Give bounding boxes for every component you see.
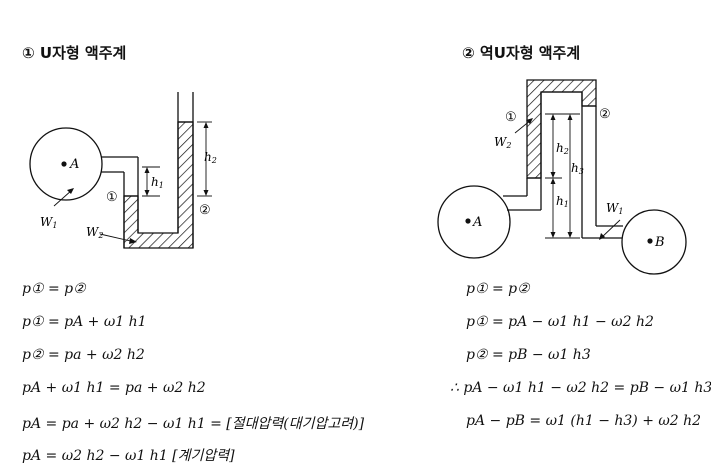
left-equation-1: p① = p② xyxy=(22,281,86,297)
right-label-h2: h2 xyxy=(556,141,569,156)
left-label-h1: h1 xyxy=(151,175,164,190)
right-label-point2: ② xyxy=(599,107,611,122)
right-vessel-b xyxy=(621,209,687,275)
right-label-h3: h3 xyxy=(571,161,584,176)
right-equation-3: p② = pB − ω1 h3 xyxy=(466,347,591,363)
left-label-w2: W2 xyxy=(86,225,103,240)
right-title: ② 역U자형 액주계 xyxy=(462,44,581,62)
left-label-point1: ① xyxy=(106,190,118,205)
left-title: ① U자형 액주계 xyxy=(22,44,127,62)
left-equation-4: pA + ω1 h1 = pa + ω2 h2 xyxy=(22,380,206,396)
right-label-a: A xyxy=(472,215,482,230)
right-equation-4: ∴ pA − ω1 h1 − ω2 h2 = pB − ω1 h3 xyxy=(450,380,711,396)
left-label-h2: h2 xyxy=(204,150,217,165)
right-label-point1: ① xyxy=(505,110,517,125)
left-label-a: A xyxy=(69,157,79,172)
right-vessel-a xyxy=(437,185,511,259)
right-label-b: B xyxy=(654,235,665,250)
right-point-b-dot xyxy=(647,238,653,244)
left-label-point2: ② xyxy=(199,203,211,218)
left-label-w1: W1 xyxy=(40,215,57,230)
right-point-a-dot xyxy=(465,218,471,224)
left-equation-3: p② = pa + ω2 h2 xyxy=(22,347,145,363)
left-point-a-dot xyxy=(61,161,67,167)
right-manometer-fluid xyxy=(526,79,597,179)
right-label-w1: W1 xyxy=(606,201,623,216)
right-equation-1: p① = p② xyxy=(466,281,530,297)
right-equation-5: pA − pB = ω1 (h1 − h3) + ω2 h2 xyxy=(466,413,702,429)
left-equation-6: pA = ω2 h2 − ω1 h1 [계기압력] xyxy=(22,448,235,464)
right-label-w2: W2 xyxy=(494,135,511,150)
right-label-h1: h1 xyxy=(556,194,569,209)
left-equation-5: pA = pa + ω2 h2 − ω1 h1 = [절대압력(대기압고려)] xyxy=(22,416,365,432)
right-equation-2: p① = pA − ω1 h1 − ω2 h2 xyxy=(466,314,654,330)
left-equation-2: p① = pA + ω1 h1 xyxy=(22,314,147,330)
